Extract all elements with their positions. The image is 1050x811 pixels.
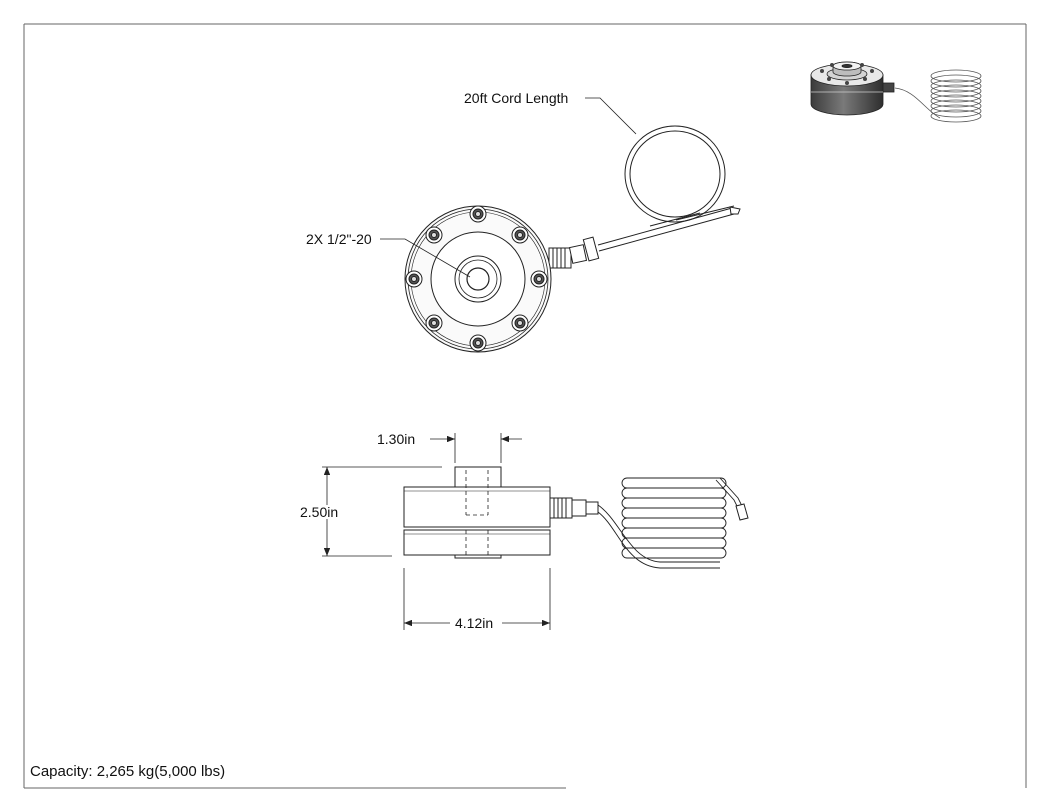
bolt [469,205,487,223]
boss-side [454,466,502,489]
thread-callout-label: 2X 1/2"-20 [306,231,372,247]
top-view [380,97,741,353]
cord-coil [597,477,747,569]
cord-loop [624,125,726,223]
cord-end-tip [729,206,741,215]
connector-side [549,497,599,519]
connector-top [548,236,600,269]
dim-boss-lines [430,433,522,463]
side-view [322,433,749,630]
bolt-pattern [405,205,548,352]
iso-bolts [820,63,874,85]
body-upper [403,486,551,528]
dim-diameter-label: 4.12in [455,615,493,631]
dim-height-label: 2.50in [300,504,338,520]
bolt [425,226,443,244]
cord-straight [597,205,735,252]
iso-body-side [810,74,884,116]
bolt [530,270,548,288]
cord-length-label: 20ft Cord Length [464,90,568,106]
dim-diameter-lines [403,568,551,630]
dim-height-lines [322,466,442,557]
thread-leader [380,238,471,278]
bolt [511,226,529,244]
threaded-hole [466,267,490,291]
hidden-hole-lines [465,470,489,555]
capacity-note: Capacity: 2,265 kg(5,000 lbs) [30,763,225,780]
iso-coil [894,69,982,123]
iso-thumbnail [810,61,982,123]
dim-boss-label: 1.30in [377,431,415,447]
cord-coil-tip [735,503,749,521]
boss-bottom [454,554,502,559]
bolt [511,314,529,332]
sheet-border [23,23,1027,789]
bolt [425,314,443,332]
cord-leader [585,97,637,135]
bolt [405,270,423,288]
bolt [469,334,487,352]
